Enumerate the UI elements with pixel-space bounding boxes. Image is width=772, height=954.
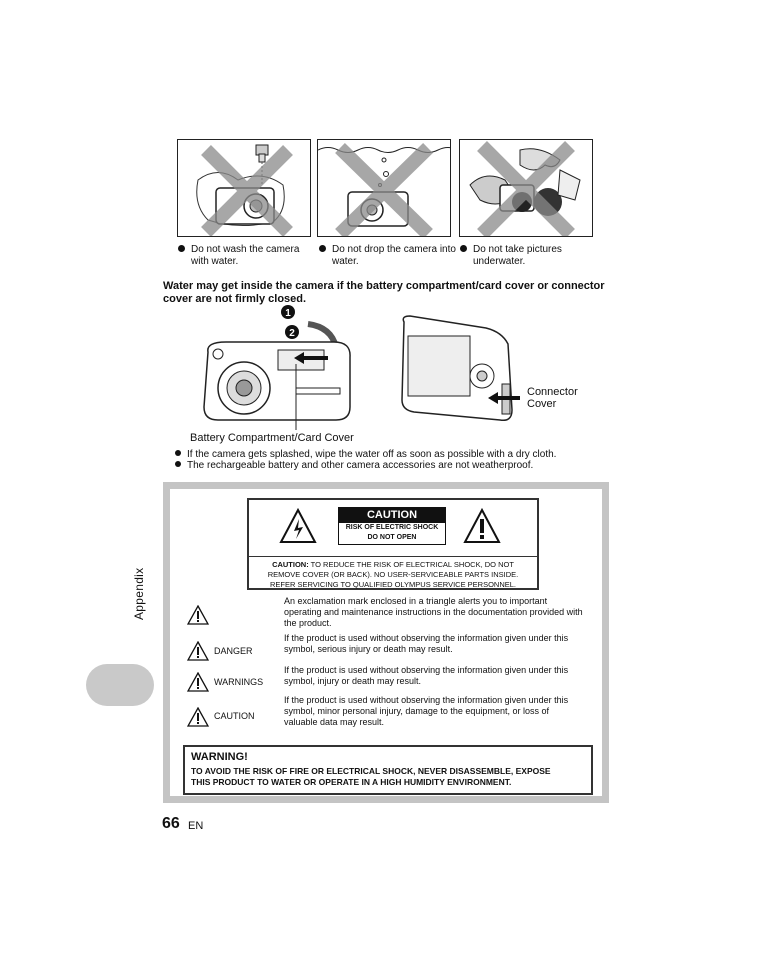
caution-note-line: REMOVE COVER (OR BACK). NO USER-SERVICEA…	[267, 570, 519, 579]
heading-line: cover are not firmly closed.	[163, 293, 307, 305]
danger-label: DANGER	[214, 646, 253, 656]
caution-note-line: REFER SERVICING TO QUALIFIED OLYMPUS SER…	[269, 580, 517, 589]
caption-no-underwater: Do not take pictures underwater.	[460, 244, 562, 268]
caption-text: water.	[332, 256, 359, 267]
caption-text: Do not take pictures	[473, 244, 562, 255]
bullet-icon	[175, 461, 181, 468]
symbol-description: An exclamation mark enclosed in a triang…	[284, 596, 594, 629]
warnings-label: WARNINGS	[214, 677, 264, 687]
symbol-text: If the product is used without observing…	[284, 695, 569, 705]
bullet-icon	[178, 244, 185, 252]
caution-subtitle: RISK OF ELECTRIC SHOCK DO NOT OPEN	[338, 523, 446, 545]
caption-text: with water.	[191, 256, 239, 267]
page-language: EN	[188, 820, 204, 832]
bullet-icon	[319, 244, 326, 252]
warning-box: WARNING! TO AVOID THE RISK OF FIRE OR EL…	[183, 745, 593, 795]
caution-note-bold: CAUTION:	[272, 560, 309, 569]
symbol-text: the product.	[284, 618, 332, 628]
symbol-text: operating and maintenance instructions i…	[284, 607, 583, 617]
note-item: The rechargeable battery and other camer…	[175, 460, 533, 472]
warning-line: TO AVOID THE RISK OF FIRE OR ELECTRICAL …	[191, 766, 551, 776]
symbol-text: If the product is used without observing…	[284, 665, 569, 675]
label-line: Connector	[527, 386, 578, 398]
warning-text: TO AVOID THE RISK OF FIRE OR ELECTRICAL …	[191, 766, 587, 788]
caption-no-dropping: Do not drop the camera into water.	[319, 244, 456, 268]
illustration-no-dropping	[317, 139, 451, 237]
caution-subtitle-line: DO NOT OPEN	[367, 534, 417, 541]
caution-label-box: CAUTION RISK OF ELECTRIC SHOCK DO NOT OP…	[247, 498, 539, 590]
caption-text: Do not wash the camera	[191, 244, 300, 255]
caution-note-line: TO REDUCE THE RISK OF ELECTRICAL SHOCK, …	[308, 560, 514, 569]
symbol-text: If the product is used without observing…	[284, 633, 569, 643]
illustration-no-underwater	[459, 139, 593, 237]
caution-triangle-icon	[187, 707, 209, 727]
caution-note: CAUTION: TO REDUCE THE RISK OF ELECTRICA…	[249, 556, 537, 590]
step-2-marker: 2	[289, 328, 295, 339]
symbol-text: symbol, injury or death may result.	[284, 676, 422, 686]
symbol-description: If the product is used without observing…	[284, 695, 594, 728]
safety-panel-inner: CAUTION RISK OF ELECTRIC SHOCK DO NOT OP…	[170, 489, 602, 796]
symbol-description: If the product is used without observing…	[284, 633, 594, 655]
warning-title: WARNING!	[191, 751, 248, 763]
bullet-icon	[175, 450, 181, 457]
connector-cover-label: Connector Cover	[527, 386, 578, 410]
warning-line: THIS PRODUCT TO WATER OR OPERATE IN A HI…	[191, 777, 512, 787]
caution-subtitle-line: RISK OF ELECTRIC SHOCK	[345, 524, 439, 531]
symbol-text: valuable data may result.	[284, 717, 385, 727]
caption-text: underwater.	[473, 256, 526, 267]
heading-line: Water may get inside the camera if the b…	[163, 280, 605, 292]
warnings-triangle-icon	[187, 672, 209, 692]
caution-title: CAUTION	[338, 507, 446, 523]
exclamation-warning-icon	[463, 508, 501, 543]
camera-cover-figure: 1 2	[186, 302, 596, 448]
safety-panel: CAUTION RISK OF ELECTRIC SHOCK DO NOT OP…	[163, 482, 609, 803]
symbol-text: symbol, minor personal injury, damage to…	[284, 706, 549, 716]
side-tab-label: Appendix	[132, 567, 146, 620]
note-text: If the camera gets splashed, wipe the wa…	[187, 449, 557, 460]
label-line: Cover	[527, 398, 557, 410]
lightning-warning-icon	[279, 508, 317, 543]
battery-cover-label: Battery Compartment/Card Cover	[190, 432, 354, 444]
symbol-text: symbol, serious injury or death may resu…	[284, 644, 453, 654]
note-item: If the camera gets splashed, wipe the wa…	[175, 449, 556, 461]
exclamation-triangle-icon	[187, 605, 209, 625]
caution-label: CAUTION	[214, 711, 255, 721]
caption-text: Do not drop the camera into	[332, 244, 456, 255]
symbol-text: An exclamation mark enclosed in a triang…	[284, 596, 548, 606]
bullet-icon	[460, 244, 467, 252]
note-text: The rechargeable battery and other camer…	[187, 460, 534, 471]
danger-triangle-icon	[187, 641, 209, 661]
caption-no-washing: Do not wash the camera with water.	[178, 244, 299, 268]
water-heading: Water may get inside the camera if the b…	[163, 280, 613, 306]
step-1-marker: 1	[285, 308, 291, 319]
symbol-description: If the product is used without observing…	[284, 665, 594, 687]
side-tab	[86, 664, 154, 706]
illustration-no-washing	[177, 139, 311, 237]
page-number: 66	[162, 815, 180, 832]
